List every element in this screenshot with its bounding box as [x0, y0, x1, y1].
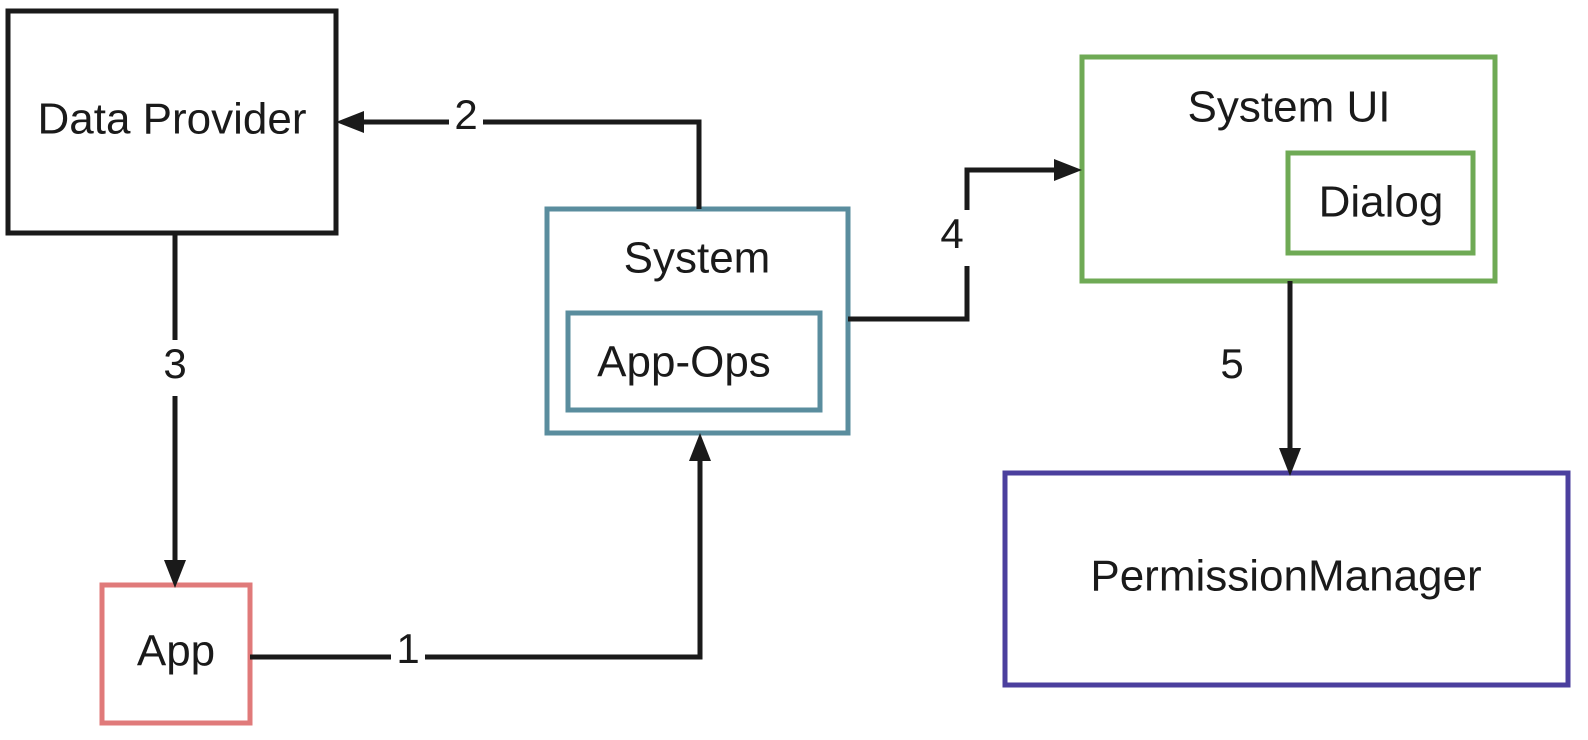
node-data-provider-box[interactable]	[5, 8, 339, 236]
edge-1-app-to-system[interactable]: 1	[250, 433, 711, 684]
node-app-label: App	[137, 627, 215, 676]
edge-2-label: 2	[454, 91, 477, 138]
node-data-provider[interactable]: Data Provider	[5, 8, 339, 236]
node-app-ops[interactable]: App-Ops	[565, 310, 823, 413]
node-permission-manager-label: PermissionManager	[1090, 552, 1481, 601]
edge-4-label: 4	[940, 210, 963, 257]
node-dialog[interactable]: Dialog	[1285, 150, 1476, 256]
edge-1-label-backdrop	[391, 628, 425, 684]
edge-2-label-backdrop	[449, 94, 483, 150]
node-dialog-box[interactable]	[1285, 150, 1476, 256]
edge-1-label: 1	[396, 625, 419, 672]
edge-5-label: 5	[1220, 340, 1243, 387]
edge-4-system-to-system-ui[interactable]: 4	[848, 159, 1082, 322]
edge-5-system-ui-to-permission-manager[interactable]: 5	[1220, 281, 1301, 476]
edge-3-data-provider-to-app[interactable]: 3	[162, 233, 188, 588]
node-dialog-label: Dialog	[1319, 178, 1444, 227]
edge-1-line[interactable]	[250, 450, 703, 660]
node-app-ops-label: App-Ops	[597, 338, 771, 387]
node-app[interactable]: App	[99, 582, 253, 726]
node-system-label: System	[624, 234, 771, 283]
edge-3-label-backdrop	[162, 340, 188, 396]
node-system-ui-label: System UI	[1188, 83, 1391, 132]
edge-3-arrow-head	[164, 560, 186, 588]
edge-3-label: 3	[163, 340, 186, 387]
edge-2-system-to-data-provider[interactable]: 2	[336, 91, 702, 209]
edge-5-arrow-head	[1279, 448, 1301, 476]
edge-4-arrow-head	[1054, 159, 1082, 181]
node-permission-manager[interactable]: PermissionManager	[1002, 470, 1571, 688]
node-app-ops-box[interactable]	[565, 310, 823, 413]
edge-4-label-backdrop	[955, 210, 981, 266]
node-permission-manager-box[interactable]	[1002, 470, 1571, 688]
node-app-box[interactable]	[99, 582, 253, 726]
node-data-provider-label: Data Provider	[37, 95, 306, 144]
edge-1-arrow-head	[689, 433, 711, 461]
edge-2-line[interactable]	[354, 119, 702, 209]
edge-2-arrow-head	[336, 111, 364, 133]
